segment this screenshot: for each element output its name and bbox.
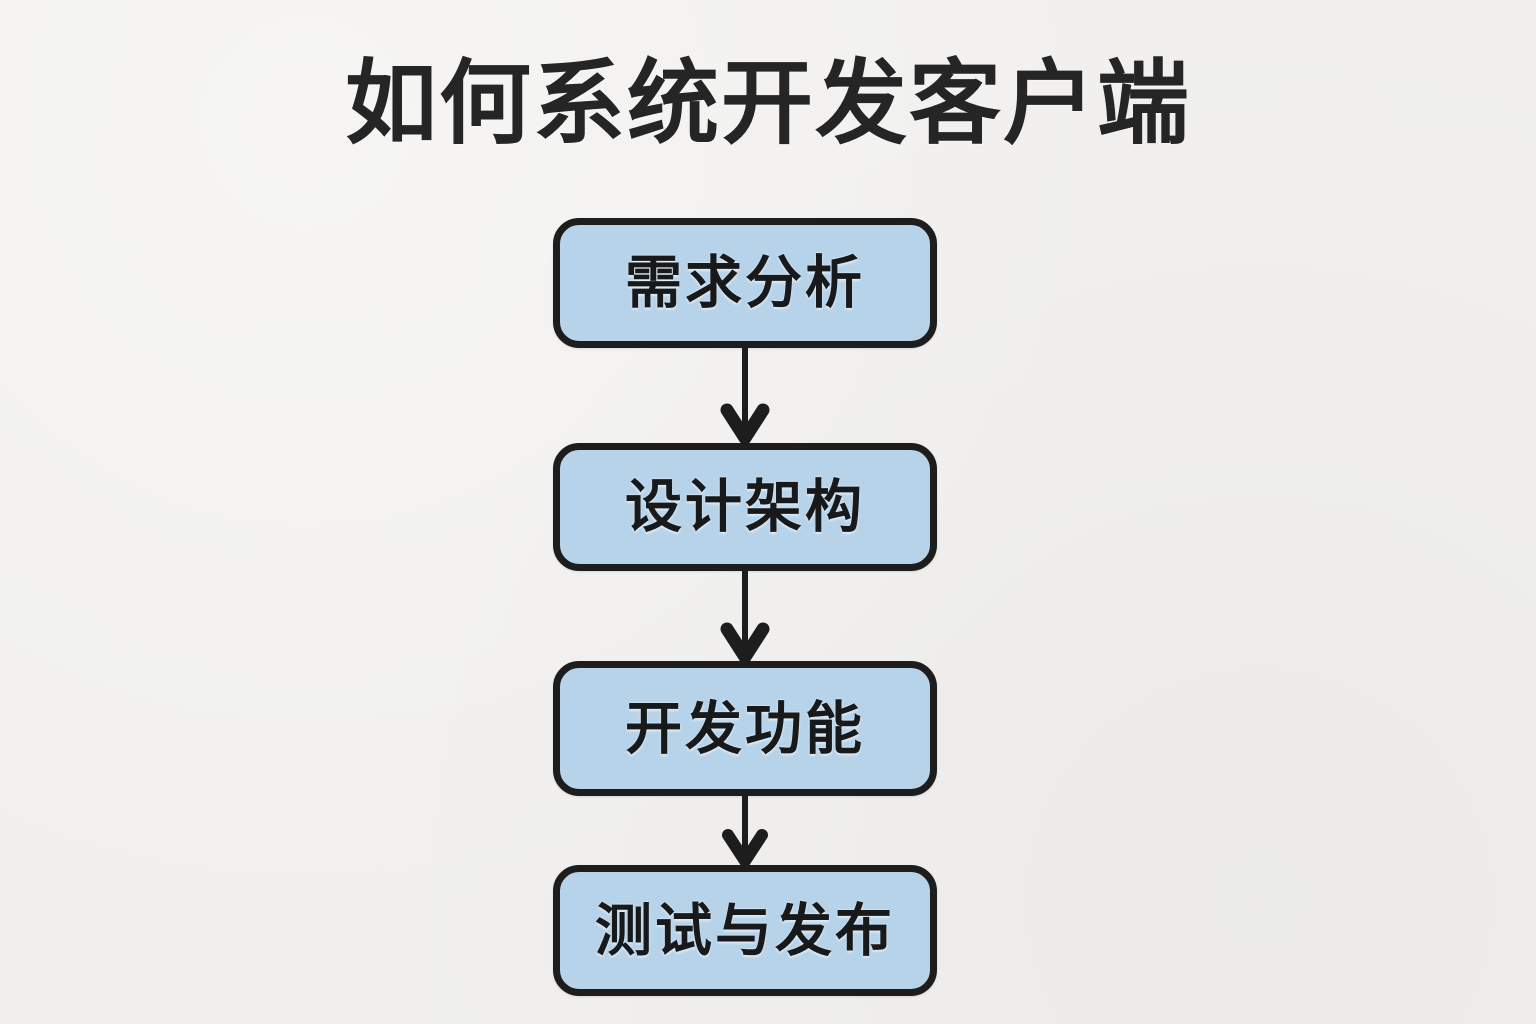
flow-node-label: 设计架构 (625, 475, 865, 539)
flow-node-label: 需求分析 (625, 251, 865, 315)
flow-node-requirements[interactable]: 需求分析 (553, 218, 937, 348)
flow-connector-3 (553, 796, 937, 865)
flowchart-node-column: 需求分析 设计架构 开发功能 (553, 218, 937, 996)
flow-connector-2 (553, 571, 937, 661)
flow-node-label: 开发功能 (625, 696, 865, 761)
flow-node-label: 测试与发布 (595, 898, 895, 963)
flow-node-test-release[interactable]: 测试与发布 (553, 865, 937, 996)
flow-node-architecture[interactable]: 设计架构 (553, 443, 937, 571)
page-title: 如何系统开发客户端 (344, 53, 1191, 155)
flow-node-development[interactable]: 开发功能 (553, 661, 937, 796)
flow-connector-1 (553, 348, 937, 443)
